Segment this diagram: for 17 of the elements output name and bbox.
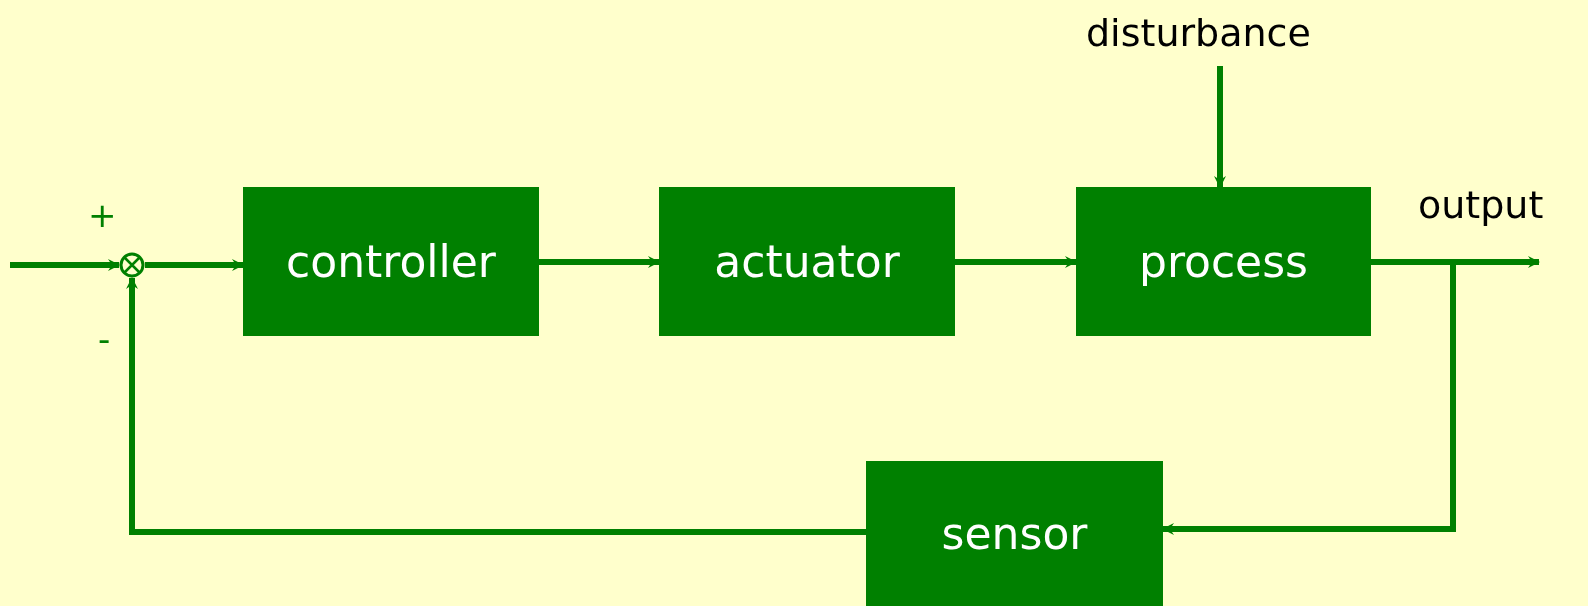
sign-label: +	[88, 198, 117, 232]
process-box: process	[1076, 187, 1371, 336]
arrow	[1162, 262, 1456, 535]
arrow	[1371, 256, 1540, 268]
controller-box: controller	[243, 187, 539, 336]
arrow	[126, 277, 866, 535]
signal-label: output	[1418, 186, 1544, 224]
arrow	[539, 256, 660, 268]
arrow	[10, 259, 120, 271]
arrow	[1214, 66, 1226, 188]
sensor-box: sensor	[866, 461, 1163, 606]
node-label: disturbance	[1086, 14, 1311, 52]
arrow	[145, 259, 244, 271]
arrow	[955, 256, 1077, 268]
summing-junction	[119, 252, 145, 278]
sign-label: -	[98, 322, 111, 356]
actuator-box: actuator	[659, 187, 955, 336]
